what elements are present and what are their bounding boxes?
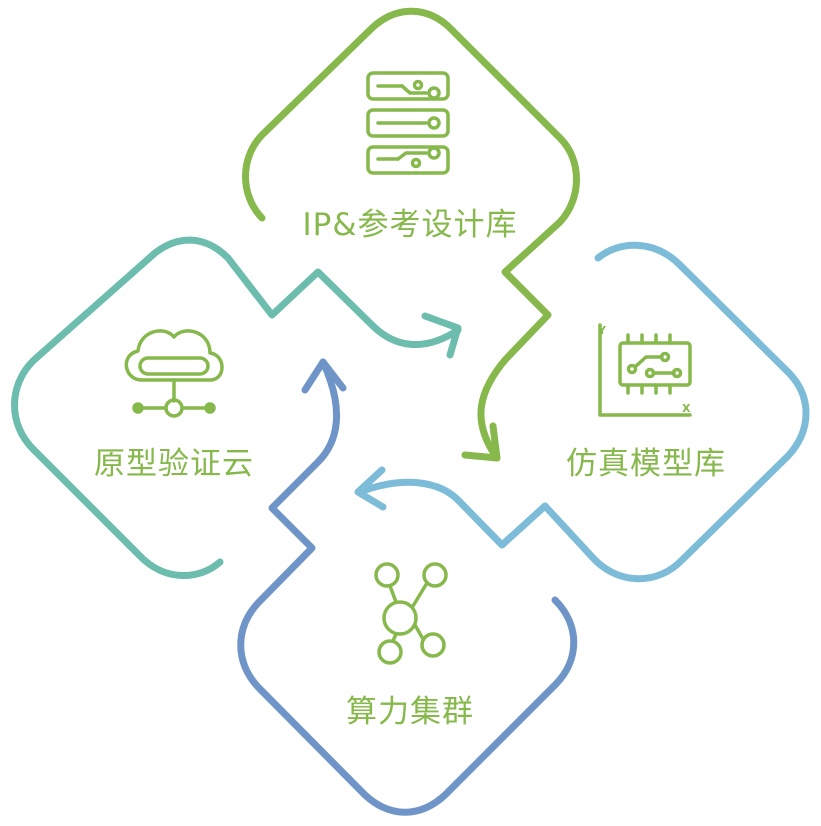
cloud-network-icon — [124, 329, 224, 418]
xy-chart-chip-icon — [598, 323, 692, 417]
label-compute: 算力集群 — [346, 694, 474, 730]
axis-y-marker: Y — [597, 324, 607, 337]
label-proto: 原型验证云 — [94, 446, 254, 482]
loop-sim — [354, 241, 810, 583]
label-sim: 仿真模型库 — [566, 446, 726, 482]
label-ip: IP&参考设计库 — [302, 207, 517, 243]
node-cluster-icon — [374, 562, 448, 665]
circuit-board-icon — [366, 71, 450, 175]
loop-ip — [242, 7, 580, 462]
loop-proto — [11, 236, 462, 579]
loop-compute — [237, 358, 578, 816]
axis-x-marker: X — [682, 402, 691, 415]
